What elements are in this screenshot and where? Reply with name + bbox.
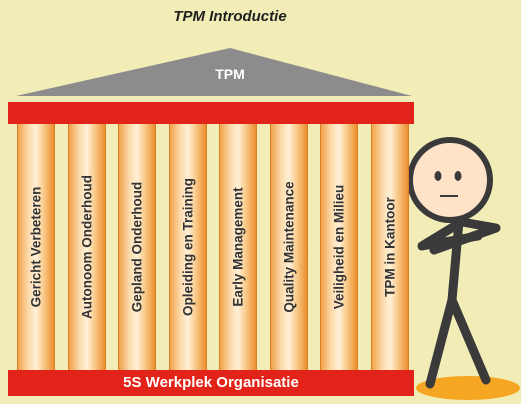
- pillar-gericht-verbeteren: Gericht Verbeteren: [17, 124, 55, 370]
- pillar-veiligheid-en-milieu: Veiligheid en Milieu: [320, 124, 358, 370]
- pillar-tpm-in-kantoor: TPM in Kantoor: [371, 124, 409, 370]
- pillar-label: Gepland Onderhoud: [129, 181, 145, 313]
- pillar-label: TPM in Kantoor: [382, 197, 398, 297]
- pillar-label: Opleiding en Training: [180, 177, 196, 317]
- pillar-label: Gericht Verbeteren: [28, 186, 44, 308]
- figure-shadow: [416, 376, 520, 400]
- figure-head: [407, 137, 493, 223]
- pillar-label: Autonoom Onderhoud: [79, 175, 95, 319]
- pillar-gepland-onderhoud: Gepland Onderhoud: [118, 124, 156, 370]
- pillar-label: Early Management: [230, 187, 246, 307]
- roof-label: TPM: [215, 66, 245, 82]
- pillar-early-management: Early Management: [219, 124, 257, 370]
- roof: [16, 48, 412, 96]
- figure-eyes: [434, 171, 462, 181]
- pillar-quality-maintenance: Quality Maintenance: [270, 124, 308, 370]
- pillar-autonoom-onderhoud: Autonoom Onderhoud: [68, 124, 106, 370]
- pillar-opleiding-en-training: Opleiding en Training: [169, 124, 207, 370]
- pillar-label: Veiligheid en Milieu: [331, 184, 347, 310]
- pillar-label: Quality Maintenance: [281, 181, 297, 313]
- top-beam: [8, 102, 414, 124]
- diagram-title: TPM Introductie: [173, 8, 287, 25]
- stick-figure: [417, 205, 501, 389]
- base-label: 5S Werkplek Organisatie: [8, 370, 414, 396]
